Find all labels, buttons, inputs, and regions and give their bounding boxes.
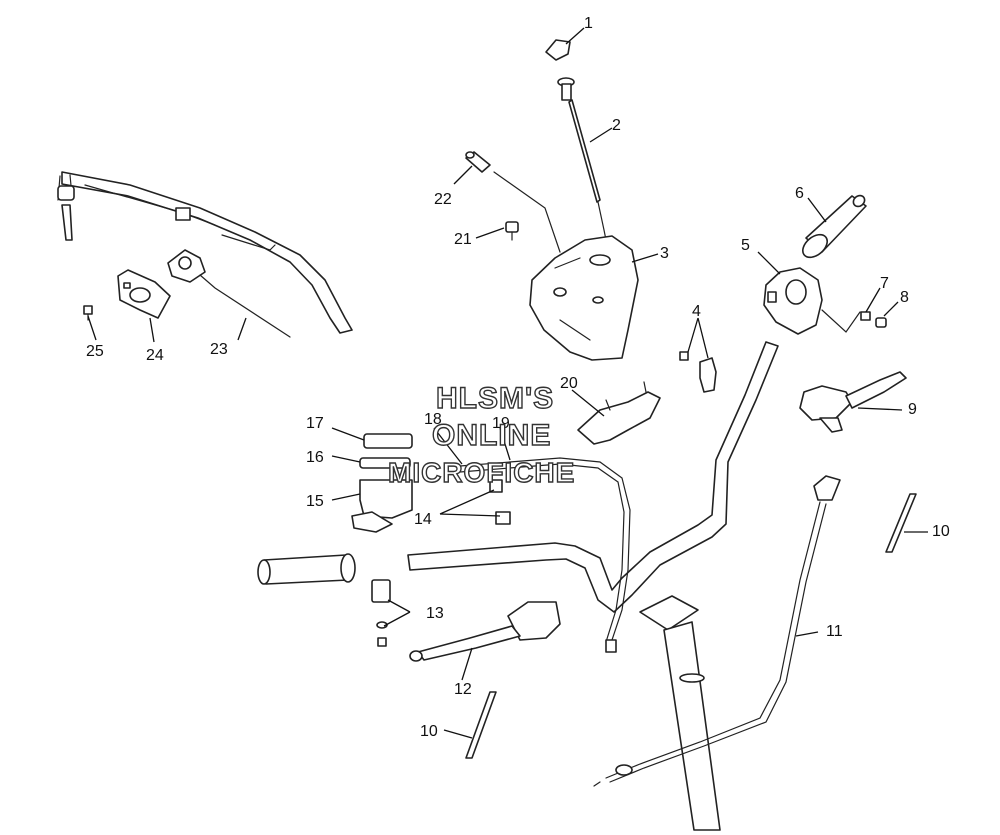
callout-3: 3 [660, 245, 669, 262]
throttle-housing-part-5 [763, 267, 861, 335]
callout-22: 22 [434, 191, 452, 208]
right-grip-part-6 [802, 194, 867, 259]
callout-23: 23 [210, 341, 228, 358]
callout-10-bottom: 10 [420, 723, 438, 740]
callout-25: 25 [86, 343, 104, 360]
clamp-part-14 [489, 479, 511, 525]
callout-7: 7 [880, 275, 889, 292]
callout-10-right: 10 [932, 523, 950, 540]
callout-1: 1 [584, 15, 593, 32]
watermark-line-1: HLSM'S [436, 382, 554, 415]
callout-15: 15 [306, 493, 324, 510]
callout-leaders [87, 27, 928, 739]
callout-labels: 1 2 3 4 5 6 7 8 9 10 10 11 12 13 14 15 1… [86, 15, 950, 740]
callout-8: 8 [900, 289, 909, 306]
steering-post [639, 595, 721, 831]
callout-12: 12 [454, 681, 472, 698]
watermark-line-3: MICROFICHE [388, 457, 575, 488]
throttle-cable-part-11 [593, 475, 841, 787]
callout-24: 24 [146, 347, 164, 364]
right-lever-part-9 [799, 371, 907, 433]
bracket-part-20 [577, 381, 661, 445]
clamp-part-4 [679, 351, 717, 393]
master-cylinder-parts-15-17 [351, 433, 413, 533]
callout-20: 20 [560, 375, 578, 392]
bolt-part-21 [505, 221, 519, 241]
callout-19: 19 [492, 415, 510, 432]
left-handlebar-assembly [57, 171, 353, 334]
headlight-housing-part-3 [529, 235, 639, 361]
callout-13: 13 [426, 605, 444, 622]
callout-2: 2 [612, 117, 621, 134]
callout-21: 21 [454, 231, 472, 248]
callout-6: 6 [795, 185, 804, 202]
pin-part-22 [465, 151, 561, 253]
callout-5: 5 [741, 237, 750, 254]
callout-9: 9 [908, 401, 917, 418]
tie-strap-part-10-right [885, 493, 917, 553]
watermark: HLSM'S ONLINE MICROFICHE [387, 381, 575, 488]
brake-hose-parts-18-19 [459, 457, 631, 653]
speedometer-cable-part-2 [557, 77, 612, 248]
center-handlebar [407, 341, 779, 613]
callout-17: 17 [306, 415, 324, 432]
small-parts-7-8 [860, 311, 887, 328]
clamp-part-13 [371, 579, 391, 647]
callout-11: 11 [826, 623, 843, 640]
callout-16: 16 [306, 449, 324, 466]
callout-14: 14 [414, 511, 432, 528]
callout-18: 18 [424, 411, 442, 428]
callout-4: 4 [692, 303, 701, 320]
left-lever-part-12 [409, 601, 561, 662]
switch-with-wire-part-23 [167, 249, 291, 338]
cap-part-1 [545, 39, 571, 61]
tie-strap-part-10-bottom [465, 691, 497, 759]
watermark-line-2: ONLINE [432, 419, 551, 452]
left-grip [257, 553, 356, 585]
switch-housing-part-24 [117, 269, 171, 319]
